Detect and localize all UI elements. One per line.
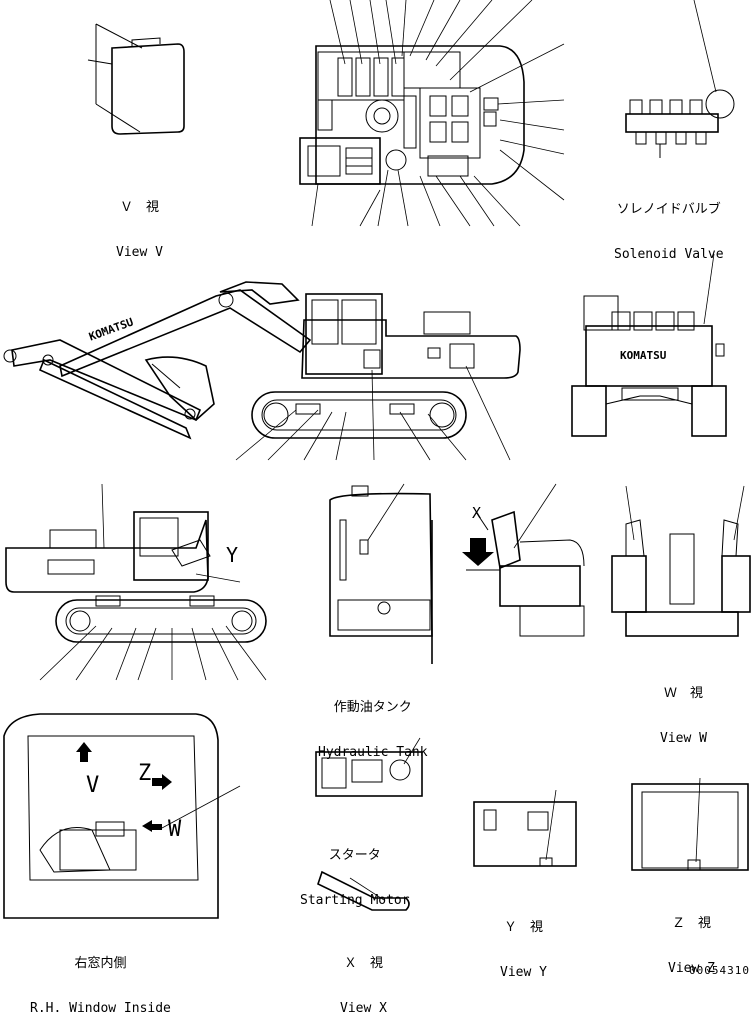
hydraulic-tank xyxy=(329,483,433,664)
solenoid-valve xyxy=(625,0,735,158)
label-starter-jp: スタータ xyxy=(328,848,381,863)
label-view-y: Ｙ 視 View Y xyxy=(500,890,547,995)
excavator-side-view xyxy=(3,281,521,461)
view-x-detail xyxy=(317,870,410,911)
view-v-sticker xyxy=(87,23,185,135)
label-view-v: Ｖ 視 View V xyxy=(116,170,163,275)
label-view-w: Ｗ 視 View W xyxy=(660,656,707,761)
label-view-v-en: View V xyxy=(116,245,163,260)
excavator-rear-view xyxy=(571,253,727,437)
label-hyd-tank-en: Hydraulic Tank xyxy=(318,745,428,760)
label-hyd-tank-jp: 作動油タンク xyxy=(333,700,412,715)
marker-y: Y xyxy=(226,543,239,567)
diagram-drawing xyxy=(3,0,751,919)
marker-w: W xyxy=(168,817,182,842)
document-number: 00054310 xyxy=(689,964,750,977)
brand-decal-rear: KOMATSU xyxy=(620,349,667,362)
label-view-x-jp: Ｘ 視 xyxy=(343,956,383,971)
label-starter-en: Starting Motor xyxy=(300,893,410,908)
top-view-machine xyxy=(299,0,565,227)
parts-diagram-sheet: Ｖ 視 View V ソレノイドバルブ Solenoid Valve 作動油タン… xyxy=(3,0,751,1016)
label-view-x-en: View X xyxy=(340,1001,387,1016)
label-rh-window-jp: 右窓内側 xyxy=(74,956,127,971)
view-x-seat xyxy=(462,483,585,637)
marker-x: X xyxy=(472,504,482,522)
view-y-panel xyxy=(473,789,577,867)
label-view-w-en: View W xyxy=(660,731,707,746)
marker-v: V xyxy=(86,773,100,798)
label-solenoid-en: Solenoid Valve xyxy=(614,247,724,262)
label-solenoid-valve: ソレノイドバルブ Solenoid Valve xyxy=(614,172,724,277)
label-view-z: Ｚ 視 View Z xyxy=(668,886,715,991)
marker-z: Z xyxy=(138,761,152,786)
excavator-left-view xyxy=(5,483,267,681)
label-view-z-jp: Ｚ 視 xyxy=(671,916,711,931)
starting-motor xyxy=(315,737,423,797)
view-w-consoles xyxy=(611,485,751,637)
label-view-z-en: View Z xyxy=(668,961,715,976)
label-rh-window-en: R.H. Window Inside xyxy=(30,1001,171,1016)
label-view-w-jp: Ｗ 視 xyxy=(663,686,703,701)
view-z-window xyxy=(631,777,749,871)
label-hydraulic-tank: 作動油タンク Hydraulic Tank xyxy=(318,670,428,775)
label-view-v-jp: Ｖ 視 xyxy=(119,200,159,215)
label-starting-motor: スタータ Starting Motor xyxy=(300,818,410,923)
label-solenoid-jp: ソレノイドバルブ xyxy=(616,202,721,217)
label-view-y-en: View Y xyxy=(500,965,547,980)
label-view-y-jp: Ｙ 視 xyxy=(503,920,543,935)
cab-window-inside xyxy=(3,713,241,919)
